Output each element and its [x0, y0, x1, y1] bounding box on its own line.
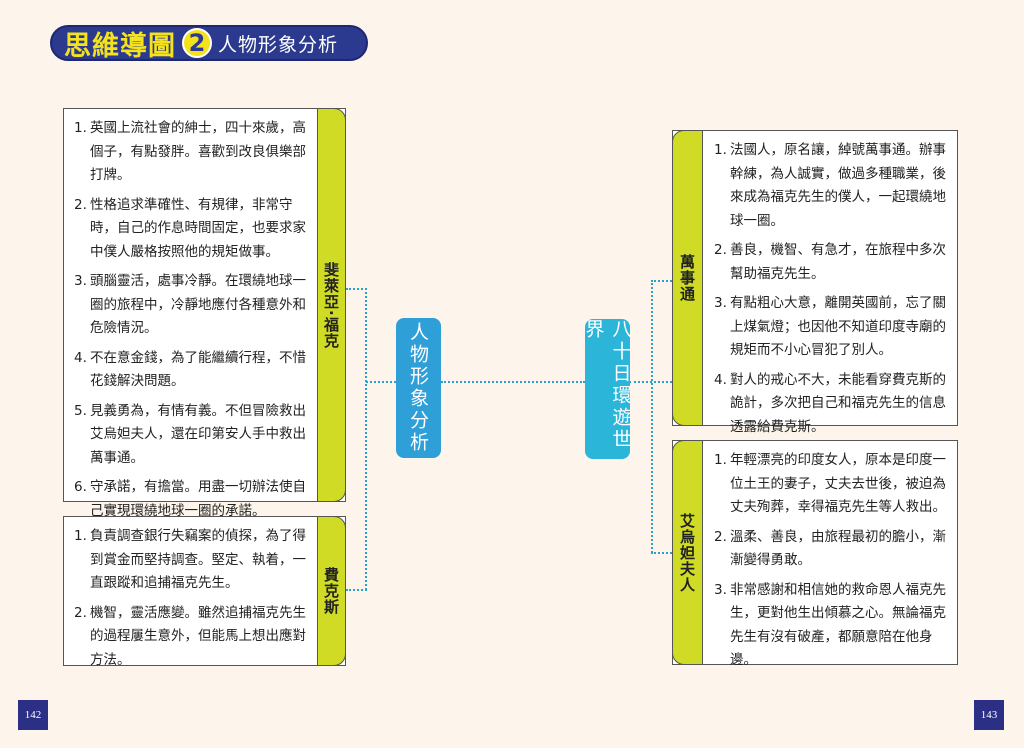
card-body: 1.年輕漂亮的印度女人，原本是印度一位土王的妻子，丈夫去世後，被迫為丈夫殉葬，幸…: [702, 441, 957, 668]
item-number: 3.: [714, 295, 727, 311]
card-passepartout: 萬事通 1.法國人，原名讓，綽號萬事通。辦事幹練，為人誠實，做過多種職業，後來成…: [672, 130, 958, 435]
item-number: 2.: [714, 242, 727, 258]
connector: [651, 552, 672, 554]
topic-node: 人物形象分析: [396, 318, 441, 458]
item-text: 有點粗心大意，離開英國前，忘了關上煤氣燈；也因他不知道印度寺廟的規矩而不小心冒犯…: [730, 295, 946, 358]
page-number-right: 143: [974, 700, 1004, 730]
item-number: 6.: [74, 479, 87, 495]
item-text: 守承諾，有擔當。用盡一切辦法使自己實現環繞地球一圈的承諾。: [90, 479, 306, 519]
list-item: 4.不在意金錢，為了能繼續行程，不惜花錢解決問題。: [74, 347, 312, 394]
page-number-left: 142: [18, 700, 48, 730]
item-number: 2.: [714, 528, 727, 545]
item-number: 3.: [714, 581, 727, 598]
list-item: 1.負責調查銀行失竊案的偵探，為了得到賞金而堅持調查。堅定、執着，一直跟蹤和追捕…: [74, 525, 312, 596]
connector: [651, 280, 653, 553]
item-text: 頭腦靈活，處事冷靜。在環繞地球一圈的旅程中，冷靜地應付各種意外和危險情況。: [90, 273, 306, 336]
list-item: 1.英國上流社會的紳士，四十來歲，高個子，有點發胖。喜歡到改良俱樂部打牌。: [74, 117, 312, 188]
item-number: 2.: [74, 196, 87, 213]
list-item: 2.機智，靈活應變。雖然追捕福克先生的過程屢生意外，但能馬上想出應對方法。: [74, 602, 312, 673]
item-text: 對人的戒心不大，未能看穿費克斯的詭計，多次把自己和福克先生的信息透露給費克斯。: [730, 371, 946, 435]
card-aouda: 艾烏妲夫人 1.年輕漂亮的印度女人，原本是印度一位土王的妻子，丈夫去世後，被迫為…: [672, 440, 958, 668]
card-tab: 艾烏妲夫人: [672, 440, 703, 665]
connector: [366, 381, 396, 383]
list-item: 3.非常感謝和相信她的救命恩人福克先生，更對他生出傾慕之心。無論福克先生有沒有破…: [714, 579, 951, 673]
title-number: 2: [182, 28, 212, 58]
item-number: 1.: [74, 528, 87, 544]
list-item: 3.有點粗心大意，離開英國前，忘了關上煤氣燈；也因他不知道印度寺廟的規矩而不小心…: [714, 292, 951, 363]
title: 思維導圖: [64, 30, 176, 62]
item-number: 5.: [74, 402, 87, 419]
card-body: 1.英國上流社會的紳士，四十來歲，高個子，有點發胖。喜歡到改良俱樂部打牌。2.性…: [64, 109, 318, 519]
card-fogg: 1.英國上流社會的紳士，四十來歲，高個子，有點發胖。喜歡到改良俱樂部打牌。2.性…: [63, 108, 346, 519]
connector: [346, 589, 367, 591]
item-number: 4.: [74, 349, 87, 366]
title-banner: 思維導圖 2 人物形象分析: [50, 25, 368, 62]
card-body: 1.法國人，原名讓，綽號萬事通。辦事幹練，為人誠實，做過多種職業，後來成為福克先…: [702, 131, 957, 435]
item-text: 見義勇為，有情有義。不但冒險救出艾烏妲夫人，還在印第安人手中救出萬事通。: [90, 402, 306, 466]
item-text: 不在意金錢，為了能繼續行程，不惜花錢解決問題。: [90, 349, 306, 390]
card-tab: 費克斯: [317, 516, 346, 666]
list-item: 4.對人的戒心不大，未能看穿費克斯的詭計，多次把自己和福克先生的信息透露給費克斯…: [714, 369, 951, 440]
item-text: 年輕漂亮的印度女人，原本是印度一位土王的妻子，丈夫去世後，被迫為丈夫殉葬，幸得福…: [730, 452, 946, 515]
card-tab: 斐萊亞·福克: [317, 108, 346, 502]
list-item: 3.頭腦靈活，處事冷靜。在環繞地球一圈的旅程中，冷靜地應付各種意外和危險情況。: [74, 270, 312, 341]
connector: [346, 288, 367, 290]
connector: [629, 381, 672, 383]
card-tab: 萬事通: [672, 130, 703, 426]
item-number: 2.: [74, 604, 87, 621]
item-number: 4.: [714, 371, 727, 388]
connector: [441, 381, 585, 383]
list-item: 1.年輕漂亮的印度女人，原本是印度一位土王的妻子，丈夫去世後，被迫為丈夫殉葬，幸…: [714, 449, 951, 520]
item-number: 1.: [714, 142, 727, 158]
list-item: 5.見義勇為，有情有義。不但冒險救出艾烏妲夫人，還在印第安人手中救出萬事通。: [74, 400, 312, 471]
item-number: 1.: [74, 120, 87, 136]
item-text: 性格追求準確性、有規律，非常守時，自己的作息時間固定，也要求家中僕人嚴格按照他的…: [90, 196, 306, 260]
item-text: 法國人，原名讓，綽號萬事通。辦事幹練，為人誠實，做過多種職業，後來成為福克先生的…: [730, 142, 946, 229]
item-text: 溫柔、善良，由旅程最初的膽小，漸漸變得勇敢。: [730, 528, 946, 569]
item-text: 非常感謝和相信她的救命恩人福克先生，更對他生出傾慕之心。無論福克先生有沒有破產，…: [730, 581, 946, 669]
list-item: 1.法國人，原名讓，綽號萬事通。辦事幹練，為人誠實，做過多種職業，後來成為福克先…: [714, 139, 951, 233]
book-node: 八十日環遊世界: [583, 319, 632, 459]
item-number: 3.: [74, 273, 87, 289]
connector: [365, 288, 367, 590]
item-text: 善良，機智、有急才，在旅程中多次幫助福克先生。: [730, 242, 946, 282]
item-text: 機智，靈活應變。雖然追捕福克先生的過程屢生意外，但能馬上想出應對方法。: [90, 604, 306, 668]
card-body: 1.負責調查銀行失竊案的偵探，為了得到賞金而堅持調查。堅定、執着，一直跟蹤和追捕…: [64, 517, 318, 668]
item-number: 1.: [714, 452, 727, 468]
list-item: 6.守承諾，有擔當。用盡一切辦法使自己實現環繞地球一圈的承諾。: [74, 476, 312, 523]
subtitle: 人物形象分析: [218, 33, 339, 56]
list-item: 2.性格追求準確性、有規律，非常守時，自己的作息時間固定，也要求家中僕人嚴格按照…: [74, 194, 312, 265]
item-text: 英國上流社會的紳士，四十來歲，高個子，有點發胖。喜歡到改良俱樂部打牌。: [90, 120, 306, 183]
connector: [651, 280, 672, 282]
card-fix: 1.負責調查銀行失竊案的偵探，為了得到賞金而堅持調查。堅定、執着，一直跟蹤和追捕…: [63, 516, 346, 668]
list-item: 2.溫柔、善良，由旅程最初的膽小，漸漸變得勇敢。: [714, 526, 951, 573]
item-text: 負責調查銀行失竊案的偵探，為了得到賞金而堅持調查。堅定、執着，一直跟蹤和追捕福克…: [90, 528, 306, 591]
list-item: 2.善良，機智、有急才，在旅程中多次幫助福克先生。: [714, 239, 951, 286]
